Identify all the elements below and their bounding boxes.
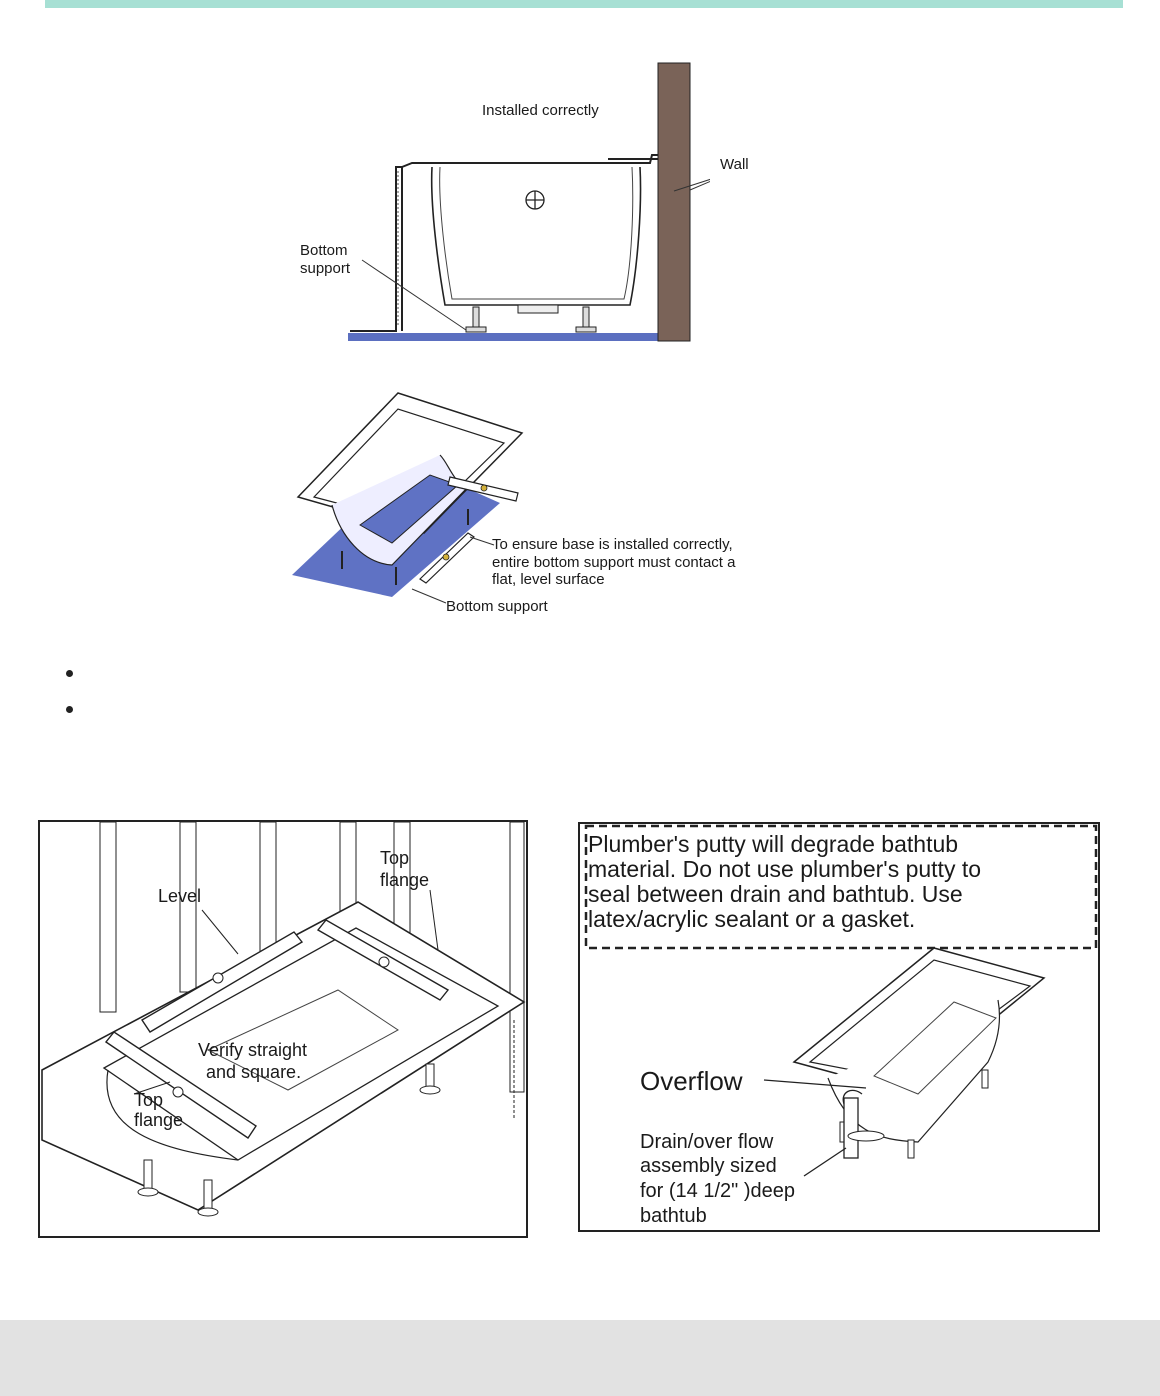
drain-label-line3: for (14 1/2" )deep — [640, 1180, 795, 1202]
figure-drain-overflow: Plumber's putty will degrade bathtub mat… — [578, 822, 1102, 1234]
bullet-item — [66, 662, 76, 698]
drain-label-line4: bathtub — [640, 1205, 707, 1227]
bottom-support-label-line1: Bottom — [300, 242, 348, 259]
bottom-gray-band — [0, 1320, 1160, 1396]
bullet-item — [66, 698, 76, 734]
drain-label-line1: Drain/over flow — [640, 1131, 774, 1153]
figure-side-section: Installed correctly Bottom support — [290, 55, 710, 355]
ensure-note-line3: flat, level surface — [492, 571, 605, 588]
bullet-list — [66, 662, 76, 734]
ensure-note-line1: To ensure base is installed correctly, — [492, 536, 733, 553]
bottom-support-label-line2: support — [300, 260, 351, 277]
level-label: Level — [158, 886, 201, 906]
overflow-label: Overflow — [640, 1066, 743, 1096]
installed-correctly-label: Installed correctly — [482, 102, 599, 119]
drain-label-line2: assembly sized — [640, 1155, 777, 1177]
putty-warning-line3: seal between drain and bathtub. Use — [588, 881, 963, 907]
putty-warning-line4: latex/acrylic sealant or a gasket. — [588, 906, 915, 932]
top-flange-right-label-line1: Top — [380, 848, 409, 868]
putty-warning-box — [584, 824, 1098, 950]
ensure-note-line2: entire bottom support must contact a — [492, 554, 736, 571]
bullet-dot — [66, 670, 73, 677]
top-flange-left-label-line2: flange — [134, 1110, 183, 1130]
top-accent-band — [45, 0, 1123, 8]
putty-warning-line2: material. Do not use plumber's putty to — [588, 856, 981, 882]
top-flange-right-label-line2: flange — [380, 870, 429, 890]
figure-level-square: Level Top flange Verify straight and squ… — [38, 820, 528, 1240]
figure-isometric-level: To ensure base is installed correctly, e… — [280, 385, 800, 625]
wall-label: Wall — [720, 156, 749, 173]
verify-label-line2: and square. — [206, 1062, 301, 1082]
putty-warning-line1: Plumber's putty will degrade bathtub — [588, 831, 958, 857]
bullet-dot — [66, 706, 73, 713]
floor-strip — [348, 333, 660, 341]
wall-block — [657, 62, 691, 342]
bottom-support-sheet-label: Bottom support — [446, 598, 549, 615]
wall-label-box: Wall — [720, 156, 749, 174]
verify-label-line1: Verify straight — [198, 1040, 307, 1060]
top-flange-left-label-line1: Top — [134, 1090, 163, 1110]
